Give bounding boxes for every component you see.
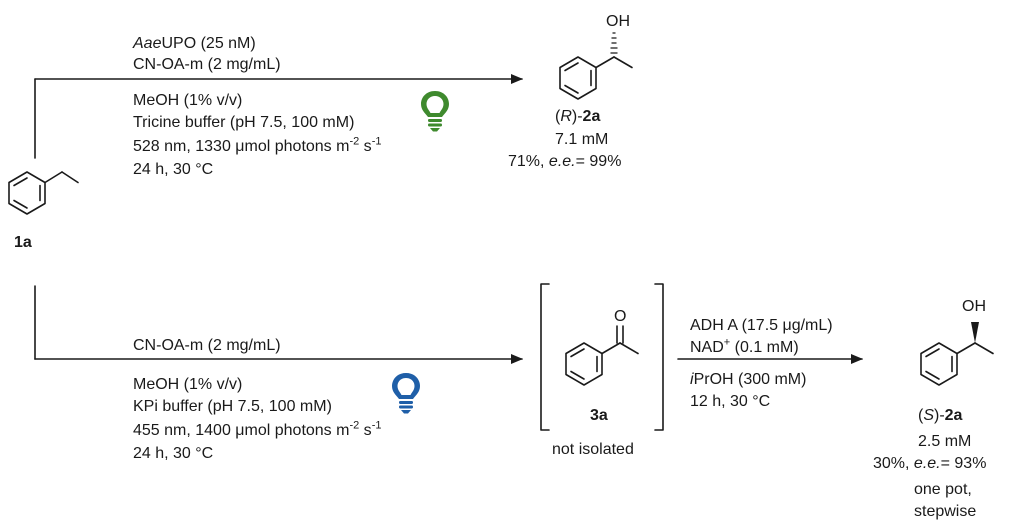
- r-product-yield: 71%, e.e.= 99%: [508, 153, 622, 170]
- s-product-note-2: stepwise: [914, 503, 977, 520]
- s-phenylethanol-structure: [920, 342, 994, 386]
- lightbulb-icon: [392, 373, 420, 414]
- ketone-o-label: O: [614, 308, 627, 325]
- top-catalyst: CN-OA-m (2 mg/mL): [133, 56, 281, 73]
- s-product-note-1: one pot,: [914, 481, 972, 498]
- bottom-light: 455 nm, 1400 μmol photons m-2 s-1: [133, 419, 382, 439]
- top-arrow: [34, 74, 523, 159]
- ethylbenzene-structure: [8, 171, 79, 215]
- start-label: 1a: [14, 234, 32, 251]
- step2-cofactor: NAD+ (0.1 mM): [690, 336, 799, 356]
- s-product-yield: 30%, e.e.= 93%: [873, 455, 987, 472]
- bottom-arrow: [34, 285, 523, 364]
- stereo-wedge: [971, 322, 979, 343]
- bottom-cosolvent: MeOH (1% v/v): [133, 376, 243, 393]
- bottom-time: 24 h, 30 °C: [133, 445, 214, 462]
- step2-enzyme: ADH A (17.5 μg/mL): [690, 317, 833, 334]
- top-buffer: Tricine buffer (pH 7.5, 100 mM): [133, 114, 355, 131]
- bottom-catalyst: CN-OA-m (2 mg/mL): [133, 337, 281, 354]
- bottom-buffer: KPi buffer (pH 7.5, 100 mM): [133, 398, 332, 415]
- r-product-label: (R)-2a: [555, 108, 601, 125]
- step2-time: 12 h, 30 °C: [690, 393, 771, 410]
- s-product-conc: 2.5 mM: [918, 433, 972, 450]
- s-oh-label: OH: [962, 298, 986, 315]
- intermediate-brackets: [540, 283, 664, 431]
- lightbulb-icon: [421, 91, 449, 132]
- acetophenone-structure: [565, 325, 639, 386]
- top-time: 24 h, 30 °C: [133, 161, 214, 178]
- r-oh-label: OH: [606, 13, 630, 30]
- intermediate-label: 3a: [590, 407, 608, 424]
- step2-solvent: iPrOH (300 mM): [690, 371, 807, 388]
- r-product-conc: 7.1 mM: [555, 131, 609, 148]
- r-phenylethanol-structure: [559, 32, 633, 100]
- top-enzyme: AaeUPO (25 nM): [133, 35, 256, 52]
- s-product-label: (S)-2a: [918, 407, 963, 424]
- top-light: 528 nm, 1330 μmol photons m-2 s-1: [133, 135, 382, 155]
- intermediate-note: not isolated: [552, 441, 634, 458]
- top-cosolvent: MeOH (1% v/v): [133, 92, 243, 109]
